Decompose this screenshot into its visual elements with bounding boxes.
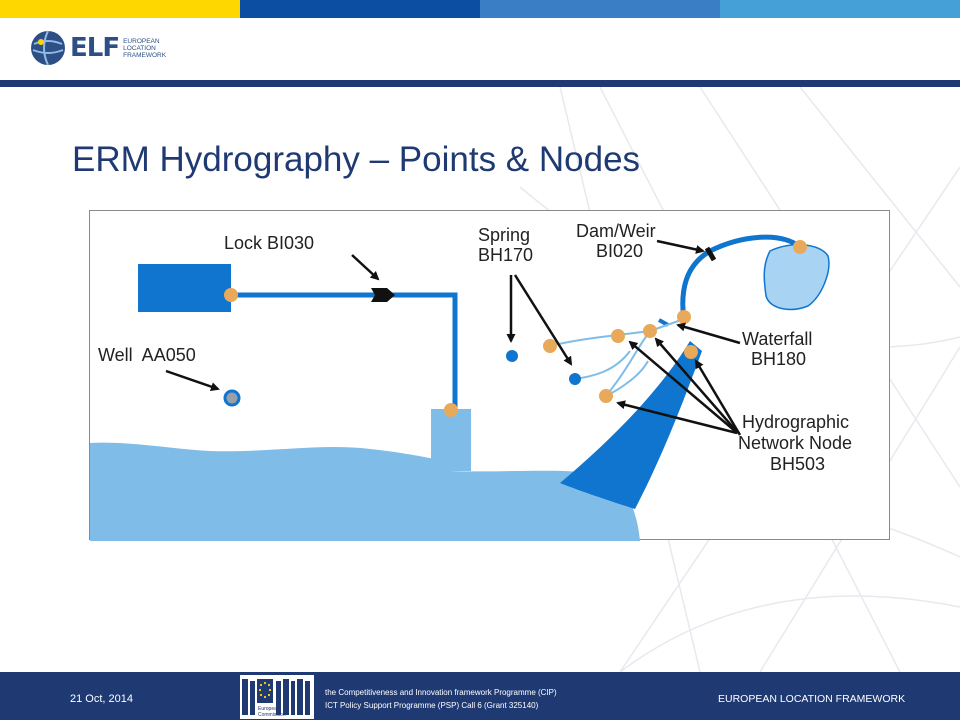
network-node: [677, 310, 691, 324]
network-node: [643, 324, 657, 338]
network-node: [444, 403, 458, 417]
logo-sub-line: EUROPEAN: [123, 37, 160, 45]
spring-point: [569, 373, 581, 385]
label-node-line3: BH503: [770, 454, 825, 474]
eu-label: European: [258, 706, 280, 712]
label-spring-line1: Spring: [478, 225, 530, 245]
logo-sub-line: FRAMEWORK: [123, 51, 167, 59]
hydrography-diagram: Lock BI030 Well AA050 Spring BH170 Dam/W…: [89, 210, 890, 541]
top-bar-yellow: [0, 0, 240, 18]
label-node-line1: Hydrographic: [742, 412, 849, 432]
label-node-line2: Network Node: [738, 433, 852, 453]
river-estuary: [560, 341, 702, 509]
footer-brand: EUROPEAN LOCATION FRAMEWORK: [718, 693, 906, 705]
footer-bar: [0, 672, 960, 720]
network-node: [224, 288, 238, 302]
label-dam-line2: BI020: [596, 241, 643, 261]
top-bar-light-blue: [720, 0, 960, 18]
reservoir-left: [138, 264, 231, 312]
canal-line: [231, 292, 458, 411]
logo-text: ELF: [70, 33, 120, 63]
network-node: [599, 389, 613, 403]
programme-line: the Competitiveness and Innovation frame…: [325, 688, 557, 697]
eu-commission-logo: European Commission: [240, 675, 314, 719]
logo-subtitle: EUROPEAN LOCATION FRAMEWORK: [123, 38, 166, 59]
elf-logo: ELF EUROPEAN LOCATION FRAMEWORK: [30, 30, 166, 66]
label-lock: Lock BI030: [224, 233, 314, 253]
label-dam-line1: Dam/Weir: [576, 221, 656, 241]
programme-line: ICT Policy Support Programme (PSP) Call …: [325, 701, 539, 710]
upper-lake: [763, 243, 830, 311]
lock-symbol: [371, 288, 395, 302]
top-bar-mid-blue: [480, 0, 720, 18]
network-node: [684, 345, 698, 359]
slide-title: ERM Hydrography – Points & Nodes: [72, 140, 641, 179]
network-node: [543, 339, 557, 353]
label-waterfall-line2: BH180: [751, 349, 806, 369]
eu-stars-icon: [258, 681, 272, 699]
dam-symbol: [704, 246, 717, 262]
programme-info: the Competitiveness and Innovation frame…: [325, 686, 557, 712]
well-point: [223, 389, 241, 407]
top-bar-blue: [240, 0, 480, 18]
label-well: Well AA050: [98, 345, 196, 365]
logo-sub-line: LOCATION: [123, 44, 156, 52]
eu-label: Commission: [258, 712, 286, 718]
label-spring-line2: BH170: [478, 245, 533, 265]
spring-point: [506, 350, 518, 362]
sea-area: [90, 442, 640, 541]
annotation-arrows: [165, 239, 742, 436]
lock-basin: [431, 409, 471, 471]
network-node: [793, 240, 807, 254]
footer-date: 21 Oct, 2014: [70, 693, 133, 705]
label-waterfall-line1: Waterfall: [742, 329, 812, 349]
header-divider: [0, 80, 960, 87]
network-node: [611, 329, 625, 343]
globe-icon: [31, 30, 65, 66]
top-color-bar: [0, 0, 960, 18]
